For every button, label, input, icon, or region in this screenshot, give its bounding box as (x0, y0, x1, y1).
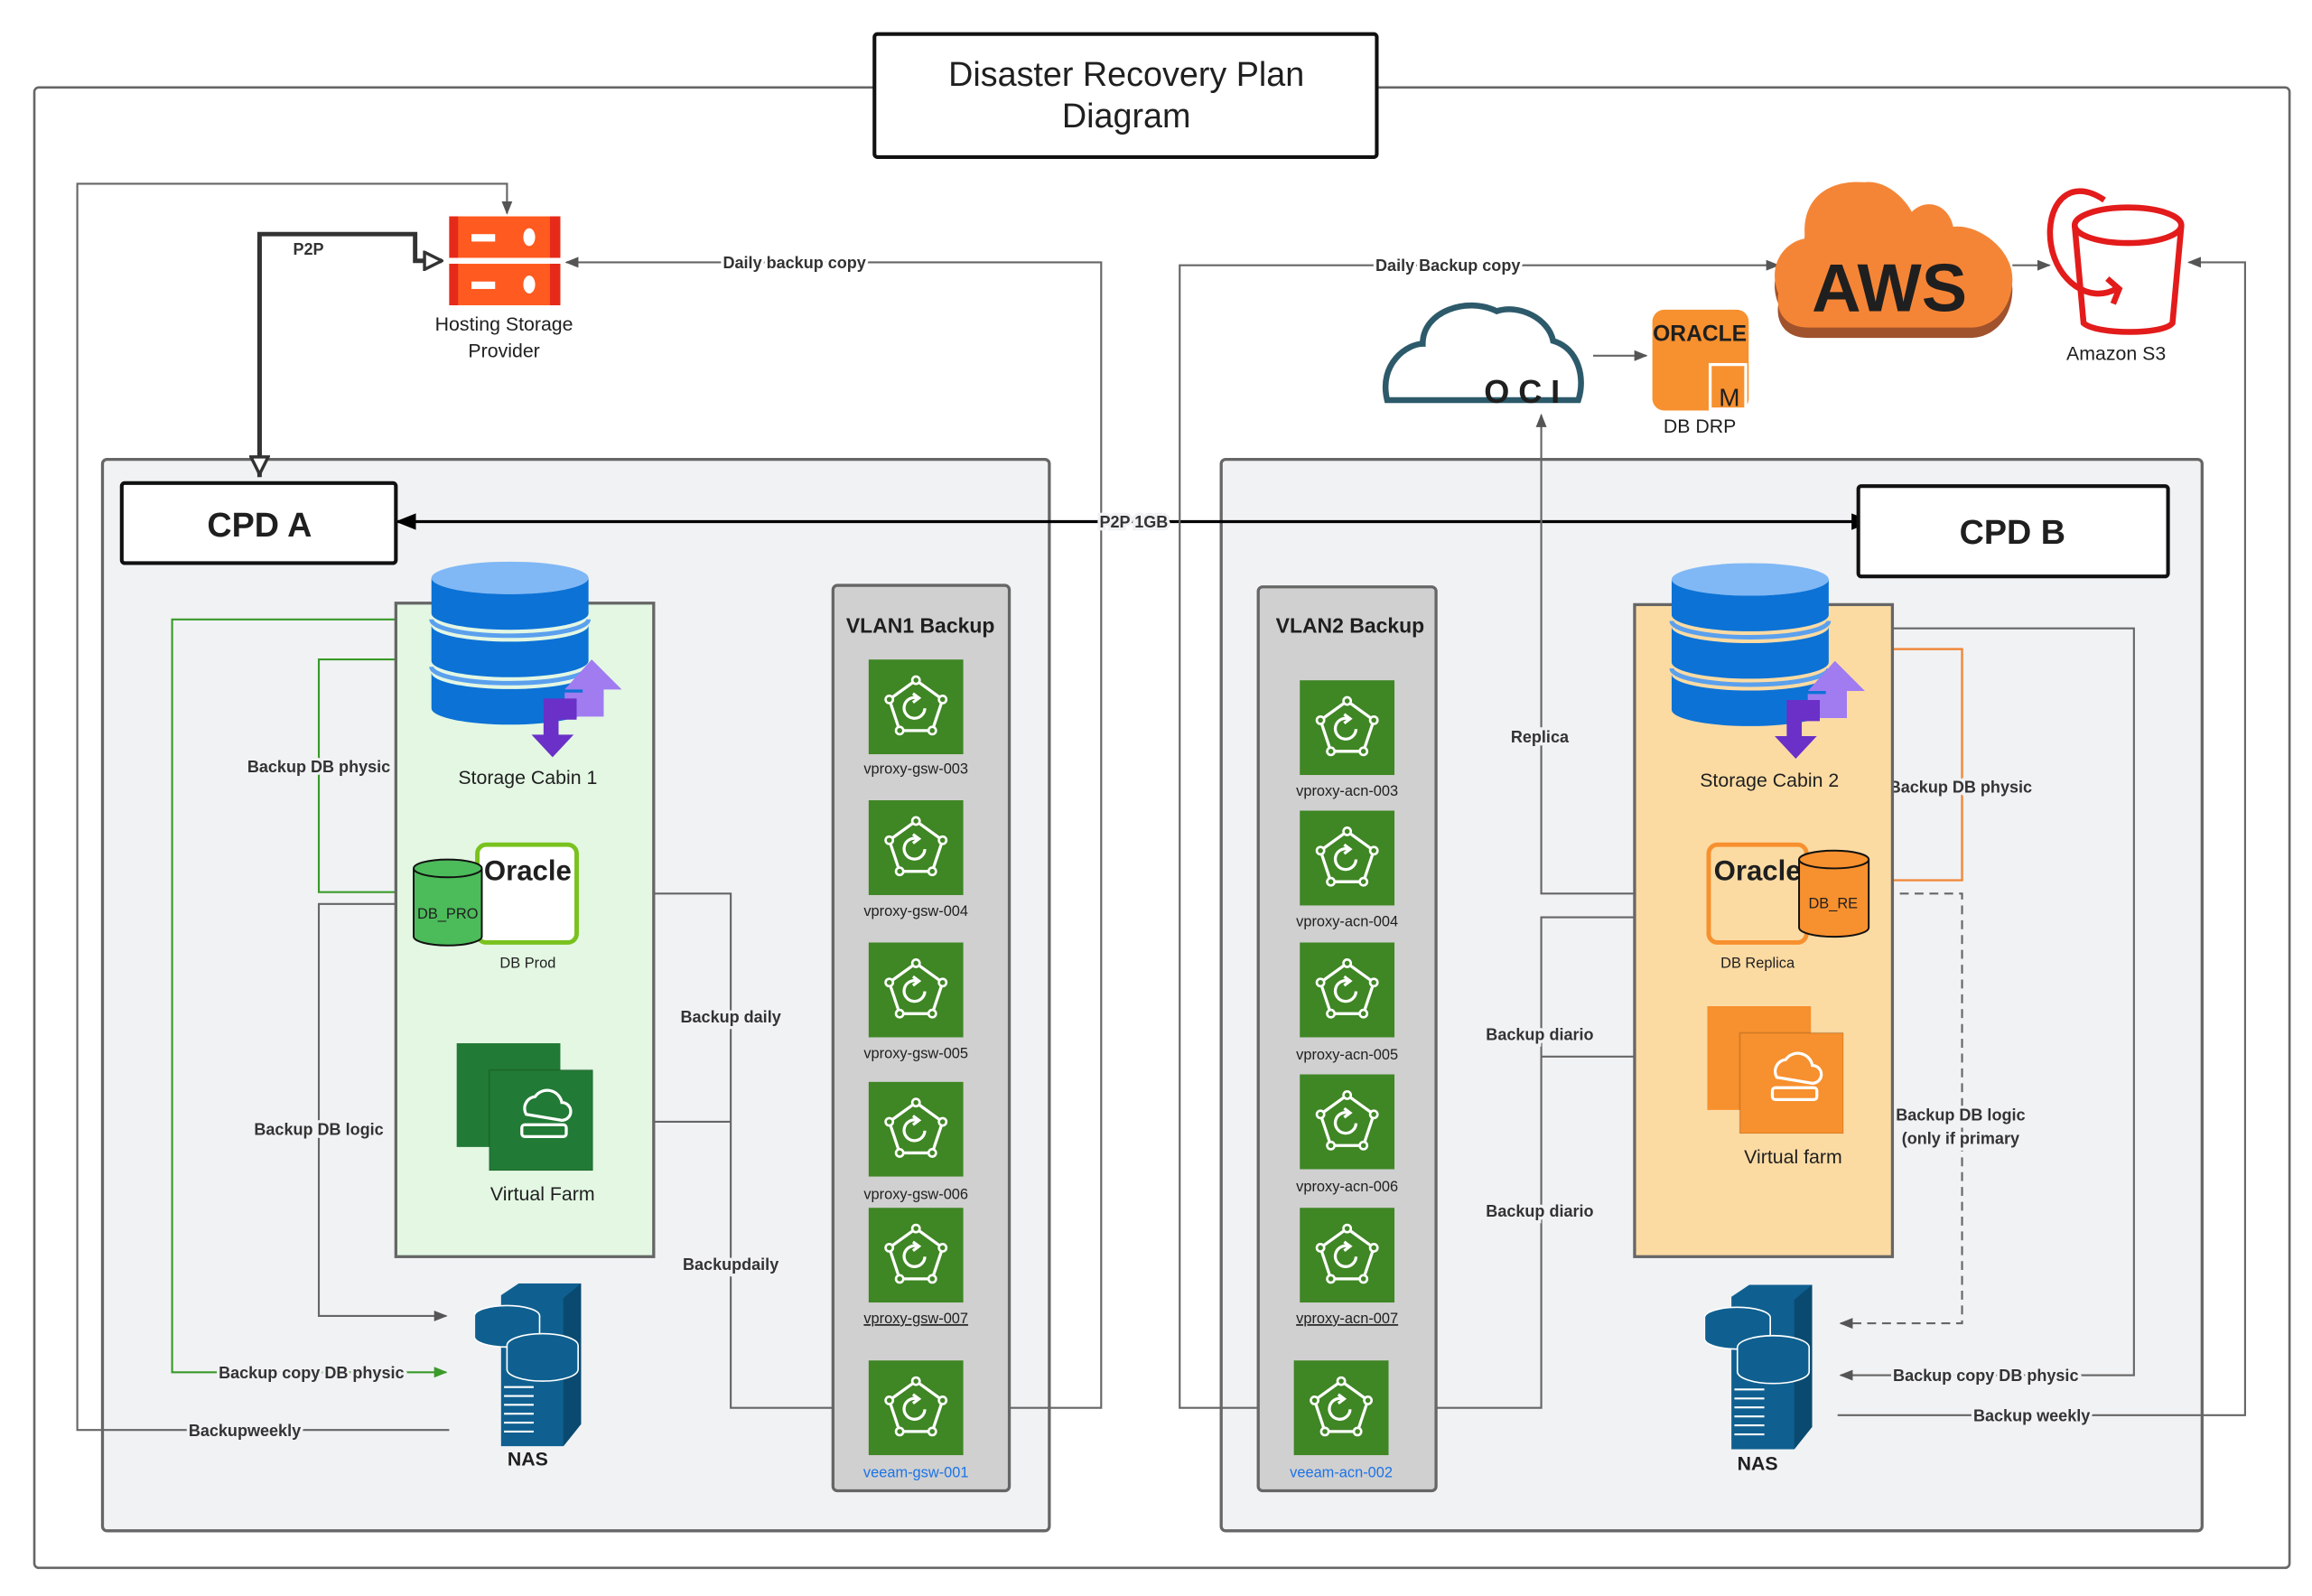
nas-label-a: NAS (508, 1449, 548, 1470)
label-logic-a: Backup DB logic (254, 1121, 383, 1139)
label-p2p: P2P (293, 240, 323, 258)
vlan1-backup-group: VLAN1 Backup vproxy-gsw-003 vproxy-gsw-0… (831, 583, 1012, 1493)
db-prod-label: DB Prod (499, 955, 555, 971)
oracle-db-replica-icon: Oracle DB_RE (1706, 842, 1870, 945)
veeam-server-icon (1293, 1360, 1389, 1456)
oracle-db-drp-icon: ORACLE M (1652, 309, 1749, 412)
proxy-icon (868, 1081, 964, 1177)
vlan2-backup-group: VLAN2 Backup vproxy-acn-003 vproxy-acn-0… (1256, 585, 1438, 1493)
oracle-db-prod-icon: Oracle DB_PRO (413, 842, 579, 947)
proxy-label: vproxy-gsw-003 (863, 761, 968, 777)
proxy-icon (868, 942, 964, 1038)
hosting-storage-icon (449, 216, 561, 305)
title-box: Disaster Recovery Plan Diagram (872, 32, 1379, 159)
oci-text: OCI (1484, 373, 1569, 410)
proxy-label: vproxy-acn-006 (1296, 1179, 1398, 1195)
db-drp-label: DB DRP (1664, 415, 1737, 437)
edge-daily-copy-b (1179, 259, 1780, 1409)
proxy-icon (1300, 1074, 1395, 1170)
svg-text:M: M (1719, 384, 1739, 412)
label-replica: Replica (1511, 728, 1570, 746)
cpd-a-label: CPD A (207, 506, 312, 544)
proxy-label: vproxy-gsw-007 (863, 1311, 968, 1327)
hosting-label-2: Provider (468, 340, 539, 361)
proxy-icon (1300, 1208, 1395, 1303)
edge-weekly-b (1837, 257, 2246, 1416)
storage-cabin-1-label: Storage Cabin 1 (458, 767, 597, 789)
oracle-text-a: Oracle (484, 855, 572, 887)
db-re-label: DB_RE (1808, 896, 1858, 912)
db-replica-label: DB Replica (1720, 955, 1795, 971)
label-daily-a: Backup daily (681, 1008, 781, 1026)
label-physic-a: Backup DB physic (247, 758, 390, 776)
proxy-icon (1300, 680, 1395, 776)
edge-physic-a (317, 654, 429, 893)
virtual-farm-label-b: Virtual farm (1744, 1146, 1842, 1168)
edge-backup-weekly-a (76, 182, 513, 1432)
aws-cloud-icon: AWS (1775, 182, 2013, 339)
label-p2p-1gb: P2P 1GB (1099, 513, 1168, 531)
oci-cloud-icon: OCI (1382, 302, 1584, 410)
cpd-b-box: CPD B (1856, 484, 2170, 579)
veeam-server-icon (868, 1360, 964, 1456)
label-physic-b: Backup DB physic (1889, 779, 2032, 797)
label-daily-copy-a: Daily backup copy (723, 254, 866, 272)
label-daily-copy-b: Daily Backup copy (1375, 257, 1520, 275)
oracle-text-b: Oracle (1714, 855, 1802, 887)
storage-cabin-2-label: Storage Cabin 2 (1700, 770, 1839, 791)
virtual-farm-label-a: Virtual Farm (490, 1183, 595, 1205)
edge-diario (1394, 916, 1709, 1414)
proxy-icon (1300, 942, 1395, 1038)
title-line1: Disaster Recovery Plan (948, 55, 1304, 93)
label-copy-physic-a: Backup copy DB physic (219, 1364, 404, 1382)
db-pro-label: DB_PRO (417, 906, 478, 922)
edge-copy-physic-a (171, 618, 448, 1378)
vlan1-title: VLAN1 Backup (846, 614, 995, 638)
label-logic-b2: (only if primary (1902, 1130, 2019, 1148)
label-diario2: Backup diario (1486, 1202, 1593, 1220)
veeam-label-b: veeam-acn-002 (1290, 1465, 1393, 1481)
proxy-label: vproxy-acn-003 (1296, 783, 1398, 799)
proxy-icon (868, 799, 964, 895)
proxy-label: vproxy-gsw-006 (863, 1186, 968, 1202)
proxy-icon (868, 659, 964, 755)
label-weekly-b: Backup weekly (1973, 1406, 2090, 1424)
cpd-a-box: CPD A (119, 481, 398, 565)
veeam-label-a: veeam-gsw-001 (863, 1465, 969, 1481)
amazon-s3-icon (2046, 188, 2185, 335)
proxy-icon (868, 1208, 964, 1303)
title-line2: Diagram (1062, 97, 1191, 135)
edge-daily-copy-a (564, 257, 1103, 1409)
edge-copy-physic-b (1832, 627, 2135, 1381)
label-weekly-a: Backupweekly (189, 1422, 301, 1440)
hosting-label-1: Hosting Storage (435, 313, 573, 335)
amazon-s3-label: Amazon S3 (2066, 343, 2166, 365)
proxy-label: vproxy-gsw-005 (863, 1045, 968, 1061)
proxy-label: vproxy-gsw-004 (863, 903, 968, 919)
nas-label-b: NAS (1738, 1453, 1778, 1475)
label-copy-physic-b: Backup copy DB physic (1893, 1367, 2078, 1385)
vlan2-title: VLAN2 Backup (1276, 614, 1425, 638)
label-daily2-a: Backupdaily (683, 1255, 778, 1274)
label-logic-b1: Backup DB logic (1896, 1106, 2025, 1124)
proxy-label: vproxy-acn-005 (1296, 1047, 1398, 1063)
oracle-logo-text: ORACLE (1653, 322, 1747, 346)
aws-text: AWS (1812, 250, 1967, 326)
edge-physic-b (1834, 642, 1963, 882)
proxy-label: vproxy-acn-004 (1296, 913, 1398, 929)
proxy-icon (1300, 810, 1395, 906)
label-diario1: Backup diario (1486, 1026, 1593, 1044)
edge-logic-b (1839, 892, 1963, 1330)
proxy-label: vproxy-acn-007 (1296, 1311, 1398, 1327)
cpd-b-label: CPD B (1960, 513, 2065, 551)
edge-logic-a (317, 902, 448, 1321)
